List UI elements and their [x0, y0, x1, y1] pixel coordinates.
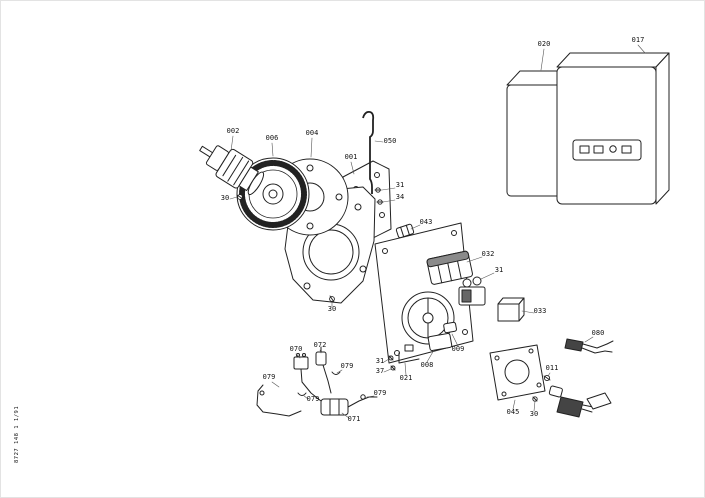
- solenoid-valve-31: [458, 276, 486, 306]
- part-label-30: 30: [328, 305, 336, 313]
- cable-plug-080: [564, 338, 614, 354]
- screw-30-motor: [236, 194, 244, 200]
- leader-line: [382, 199, 396, 203]
- part-label-079: 079: [307, 395, 320, 403]
- part-label-004: 004: [306, 129, 319, 137]
- leader-line: [512, 399, 516, 410]
- leader-line: [271, 142, 274, 157]
- base-plate: [374, 222, 474, 364]
- leader-line: [341, 412, 350, 419]
- part-label-072: 072: [314, 341, 327, 349]
- part-label-30: 30: [530, 410, 538, 418]
- ignition-transformer-032: [426, 250, 473, 285]
- part-label-017: 017: [632, 36, 645, 44]
- part-label-008: 008: [421, 361, 434, 369]
- part-label-30: 30: [221, 194, 229, 202]
- part-label-37: 37: [376, 367, 384, 375]
- screw-30-flange: [532, 396, 538, 402]
- leader-line: [383, 368, 392, 373]
- leader-line: [480, 272, 495, 280]
- leader-line: [426, 349, 435, 363]
- screw-34-plate: [376, 199, 384, 205]
- screw-37-lower: [390, 365, 396, 371]
- motor-assembly-002: [199, 145, 265, 196]
- leader-line: [366, 395, 375, 398]
- leader-line: [451, 333, 459, 347]
- leader-line: [404, 362, 407, 376]
- air-damper-parts: [398, 321, 457, 364]
- part-label-033: 033: [534, 307, 547, 315]
- part-label-31: 31: [396, 181, 404, 189]
- screw-31-plate: [374, 187, 382, 193]
- part-label-009: 009: [452, 345, 465, 353]
- leader-line: [310, 137, 313, 158]
- part-label-071: 071: [348, 415, 361, 423]
- coupling-043: [395, 223, 415, 239]
- part-label-011: 011: [546, 364, 559, 372]
- leader-line: [540, 48, 545, 71]
- part-label-043: 043: [420, 218, 433, 226]
- doc-number: 8727 148 1 1/91: [14, 406, 20, 463]
- screw-31-lower: [388, 355, 394, 361]
- component-033: [497, 297, 525, 322]
- leader-line: [521, 310, 535, 314]
- part-label-002: 002: [227, 127, 240, 135]
- leader-line: [230, 135, 234, 152]
- part-label-045: 045: [507, 408, 520, 416]
- rod-050: [362, 110, 375, 194]
- leader-line: [547, 372, 551, 377]
- leader-line: [533, 400, 536, 412]
- connector-assembly: [548, 385, 612, 418]
- leader-line: [466, 256, 483, 263]
- leader-line: [229, 196, 238, 200]
- part-label-080: 080: [592, 329, 605, 337]
- leader-line: [295, 353, 301, 359]
- part-label-006: 006: [266, 134, 279, 142]
- part-label-001: 001: [345, 153, 358, 161]
- part-label-021: 021: [400, 374, 413, 382]
- part-label-070: 070: [290, 345, 303, 353]
- leader-line: [271, 381, 280, 388]
- leader-line: [319, 349, 322, 354]
- leader-line: [383, 358, 390, 363]
- leader-line: [374, 140, 384, 143]
- leader-line: [584, 336, 594, 343]
- part-label-050: 050: [384, 137, 397, 145]
- leader-line: [336, 369, 343, 374]
- part-label-31: 31: [376, 357, 384, 365]
- part-label-079: 079: [341, 362, 354, 370]
- leader-line: [302, 394, 309, 400]
- part-label-079: 079: [374, 389, 387, 397]
- part-label-020: 020: [538, 40, 551, 48]
- leader-line: [637, 44, 646, 54]
- leader-line: [410, 224, 421, 230]
- screw-30-housing: [329, 295, 335, 303]
- part-label-34: 34: [396, 193, 404, 201]
- ignition-cable-parts: [256, 346, 378, 417]
- part-label-31: 31: [495, 266, 503, 274]
- part-label-079: 079: [263, 373, 276, 381]
- leader-line: [381, 187, 396, 191]
- flange-plate-045: [489, 344, 546, 401]
- leader-line: [350, 161, 355, 175]
- control-box-017: [556, 52, 670, 205]
- part-label-032: 032: [482, 250, 495, 258]
- screw-011: [543, 374, 551, 382]
